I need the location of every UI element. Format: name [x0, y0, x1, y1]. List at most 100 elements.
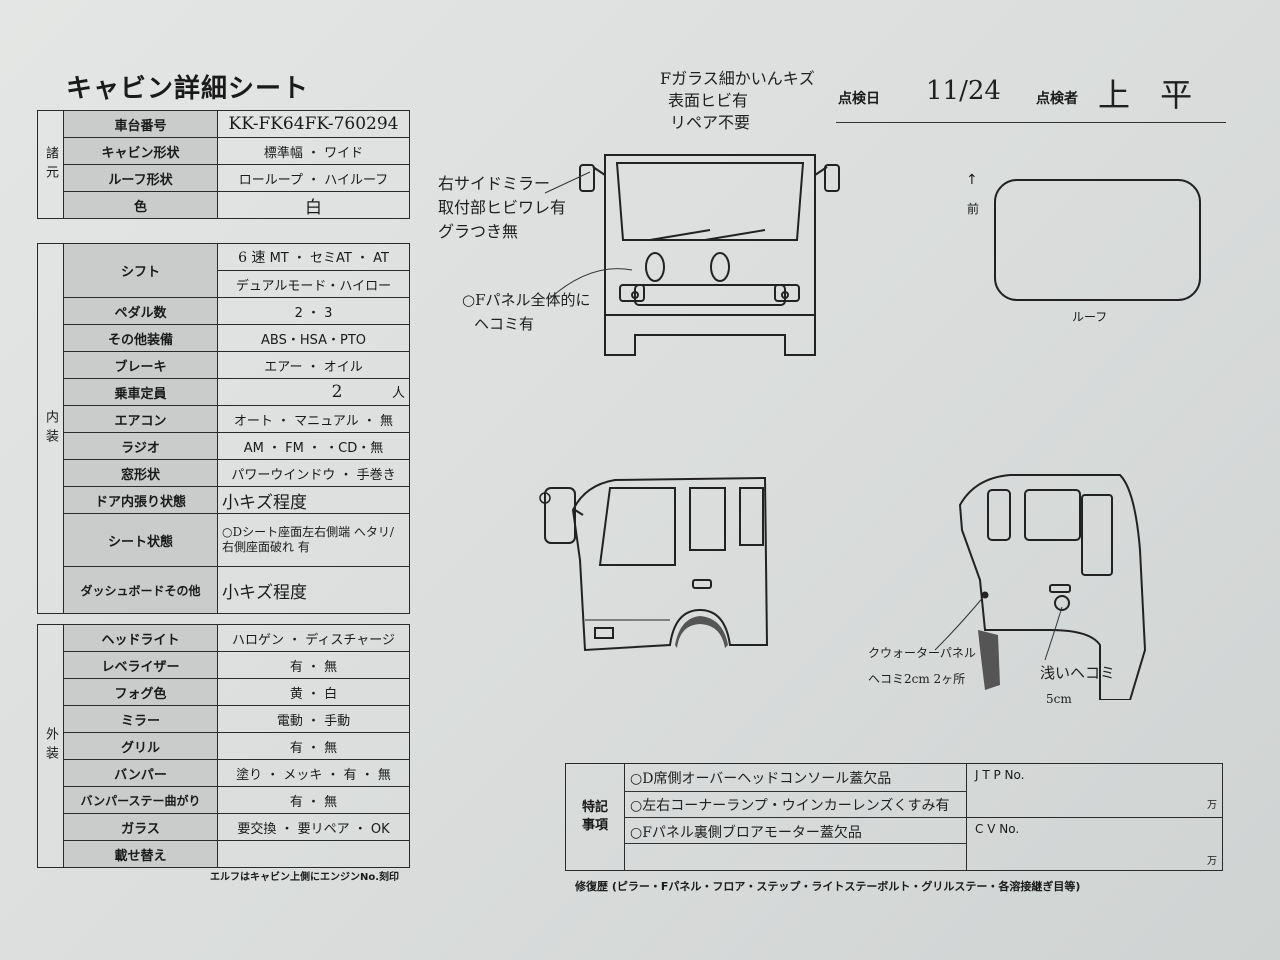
exterior-options: 要交換 ・ 要リペア ・ OK [217, 813, 410, 841]
inspector-label: 点検者 [1036, 91, 1078, 107]
interior-value: 小キズ程度 [217, 566, 410, 614]
notes-label: 特記 事項 [566, 764, 625, 870]
spec-value: KK-FK64FK-760294 [217, 110, 410, 138]
header-fields: 点検日 11/24 点検者 上 平 [836, 76, 1226, 123]
inspection-date-label: 点検日 [838, 91, 880, 107]
cv-unit: 万 [1207, 856, 1217, 867]
repair-history: 修復歴 (ピラー・Fパネル・フロア・ステップ・ライトステーボルト・グリルステー・… [575, 880, 1081, 893]
annotation-line: リペア不要 [670, 113, 751, 132]
exterior-label: ヘッドライト [63, 624, 218, 652]
quarter-panel-annotation: クウォーターパネル ヘコミ2cm 2ヶ所 [868, 640, 976, 692]
exterior-options: ハロゲン ・ ディスチャージ [217, 624, 410, 652]
interior-label: 窓形状 [63, 459, 218, 487]
notes-divider [624, 843, 966, 844]
spec-options: 標準幅 ・ ワイド [217, 137, 410, 165]
annotation-line: 5cm [1046, 692, 1072, 706]
note-line: ○左右コーナーランプ・ウインカーレンズくすみ有 [630, 798, 950, 814]
annotation-line: Fガラス細かいんキズ [660, 69, 815, 88]
exterior-table: 外装 ヘッドライト ハロゲン ・ ディスチャージ レベライザー 有 ・ 無 フォ… [37, 624, 410, 868]
note-line: ○D席側オーバーヘッドコンソール蓋欠品 [630, 771, 892, 787]
shift-options-2: デュアルモード・ハイロー [217, 270, 410, 298]
roof-label: ルーフ [1072, 310, 1108, 324]
special-notes-box: 特記 事項 ○D席側オーバーヘッドコンソール蓋欠品 ○左右コーナーランプ・ウイン… [565, 763, 1223, 871]
inspection-date: 11/24 [926, 76, 1001, 106]
interior-table: 内装 シフト 6 速 MT ・ セミAT ・ AT デュアルモード・ハイロー ペ… [37, 243, 410, 614]
capacity-unit: 人 [391, 386, 405, 401]
exterior-value [217, 840, 410, 868]
color-value: 白 [305, 197, 322, 218]
jtp-unit: 万 [1207, 800, 1217, 811]
footnote: エルフはキャビン上側にエンジンNo.刻印 [210, 872, 400, 883]
specs-section-label: 諸元 [37, 110, 64, 219]
interior-label: エアコン [63, 405, 218, 433]
interior-label: ペダル数 [63, 297, 218, 325]
sheet-title: キャビン詳細シート [66, 74, 310, 104]
cv-label: C V No. [975, 822, 1020, 836]
interior-label: ドア内張り状態 [63, 486, 218, 514]
exterior-label: レベライザー [63, 651, 218, 679]
interior-label: シフト [63, 243, 218, 298]
notes-divider [624, 817, 966, 818]
interior-value: ○Dシート座面左右側端 へタリ/右側座面破れ 有 [217, 513, 410, 567]
interior-value: 小キズ程度 [217, 486, 410, 514]
annotation-line: 表面ヒビ有 [668, 91, 749, 110]
interior-label: シート状態 [63, 513, 218, 567]
cab-roof-view [994, 179, 1201, 301]
spec-options: ローループ ・ ハイルーフ [217, 164, 410, 192]
notes-divider [624, 791, 966, 792]
exterior-label: 載せ替え [63, 840, 218, 868]
annotation-line: 右サイドミラー [438, 174, 551, 193]
number-divider [967, 817, 1223, 818]
interior-label: 乗車定員 [63, 378, 218, 406]
interior-label: その他装備 [63, 324, 218, 352]
inspector-name: 上 平 [1098, 76, 1203, 114]
shift-hand: 6 速 [238, 250, 266, 266]
seat-condition-value: ○Dシート座面左右側端 へタリ/右側座面破れ 有 [222, 525, 394, 554]
specs-table: 諸元 車台番号 KK-FK64FK-760294 キャビン形状 標準幅 ・ ワイ… [37, 110, 410, 219]
exterior-label: バンパーステー曲がり [63, 786, 218, 814]
exterior-options: 塗り ・ メッキ ・ 有 ・ 無 [217, 759, 410, 787]
roof-arrow-icon: ↑ [966, 172, 978, 188]
exterior-label: ガラス [63, 813, 218, 841]
exterior-options: 黄 ・ 白 [217, 678, 410, 706]
spec-label: 車台番号 [63, 110, 218, 138]
jtp-label: J T P No. [975, 768, 1025, 782]
front-panel-annotation: ○Fパネル全体的に ヘコミ有 [462, 288, 591, 336]
spec-label: キャビン形状 [63, 137, 218, 165]
front-glass-annotation: Fガラス細かいんキズ 表面ヒビ有 リペア不要 [660, 68, 815, 134]
cab-side-view [539, 476, 769, 652]
interior-options: パワーウインドウ ・ 手巻き [217, 459, 410, 487]
spec-value: 白 [217, 191, 410, 219]
shift-options: 6 速 MT ・ セミAT ・ AT [217, 243, 410, 271]
exterior-label: ミラー [63, 705, 218, 733]
shift-text: MT ・ セミAT ・ AT [269, 251, 389, 266]
notes-label-1: 特記 [581, 800, 608, 815]
dashboard-value: 小キズ程度 [222, 582, 307, 603]
right-mirror-annotation: 右サイドミラー 取付部ヒビワレ有 グラつき無 [438, 172, 566, 244]
annotation-line: 取付部ヒビワレ有 [438, 198, 567, 217]
annotation-line: ヘコミ2cm 2ヶ所 [868, 672, 966, 686]
exterior-options: 電動 ・ 手動 [217, 705, 410, 733]
door-trim-value: 小キズ程度 [222, 492, 307, 513]
note-line: ○Fパネル裏側ブロアモーター蓋欠品 [630, 825, 862, 841]
exterior-label: フォグ色 [63, 678, 218, 706]
cab-front-view [579, 154, 840, 356]
annotation-line: ○Fパネル全体的に [462, 291, 591, 309]
annotation-line: 浅いヘコミ [1040, 664, 1116, 682]
annotation-line: クウォーターパネル [868, 646, 976, 660]
cab-rear-view [958, 474, 1147, 700]
annotation-line: グラつき無 [438, 222, 519, 241]
spec-label: 色 [63, 191, 218, 219]
capacity-value: 2 [331, 382, 343, 402]
roof-front-label: 前 [967, 202, 980, 216]
exterior-label: グリル [63, 732, 218, 760]
interior-options: ABS・HSA・PTO [217, 324, 410, 352]
notes-label-2: 事項 [581, 818, 608, 833]
exterior-label: バンパー [63, 759, 218, 787]
spec-label: ルーフ形状 [63, 164, 218, 192]
chassis-number: KK-FK64FK-760294 [228, 114, 399, 134]
notes-number-column: J T P No. 万 C V No. 万 [966, 764, 1223, 870]
shallow-dent-annotation: 浅いヘコミ 5cm [1040, 660, 1115, 712]
